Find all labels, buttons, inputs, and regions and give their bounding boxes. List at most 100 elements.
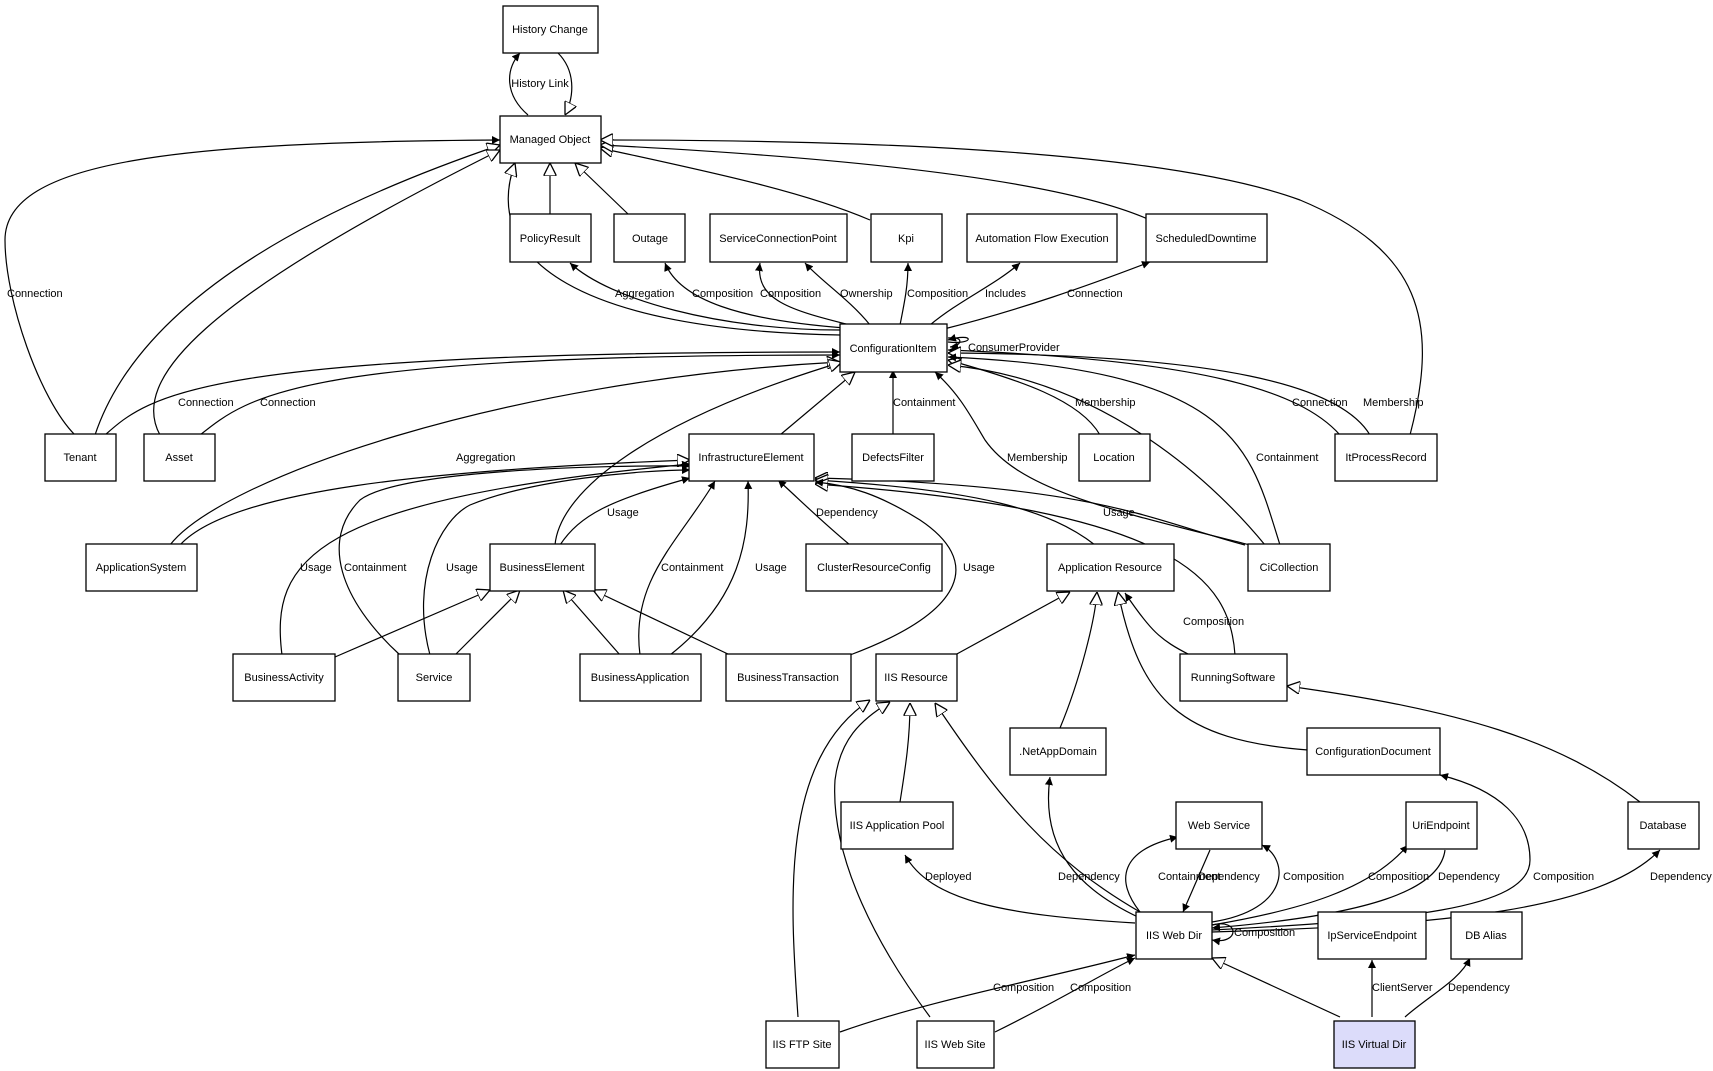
node-label: Asset (165, 452, 193, 464)
node-label: BusinessApplication (591, 672, 689, 684)
node-infrastructure-element[interactable]: InfrastructureElement (688, 433, 815, 482)
edge-webdir-netapp: Dependency (1044, 776, 1141, 919)
node-label: Outage (632, 233, 668, 245)
node-business-activity[interactable]: BusinessActivity (232, 653, 336, 702)
edge-label: Composition (1234, 927, 1295, 939)
edge-label: Containment (344, 562, 406, 574)
edge-label: Dependency (1438, 871, 1500, 883)
node-label: RunningSoftware (1191, 672, 1275, 684)
edge-webdir-self: Composition (1211, 923, 1295, 946)
edge-netapp-ar (1059, 592, 1097, 729)
node-tenant[interactable]: Tenant (44, 433, 117, 482)
node-asset[interactable]: Asset (143, 433, 216, 482)
edge-vdir-webdir (1212, 958, 1341, 1018)
node-database[interactable]: Database (1627, 801, 1700, 850)
node-policy-result[interactable]: PolicyResult (509, 213, 592, 263)
node-label: BusinessElement (500, 562, 585, 574)
node-managed-object[interactable]: Managed Object (499, 115, 602, 164)
node-label: Database (1639, 820, 1686, 832)
edge-label: Dependency (816, 507, 878, 519)
edge-ci-sd: Connection (939, 261, 1151, 331)
edge-be-ci (554, 362, 842, 546)
node-uri-endpoint[interactable]: UriEndpoint (1405, 801, 1478, 850)
edge-label: Includes (985, 288, 1026, 300)
edge-label: ClientServer (1372, 982, 1433, 994)
node-label: IIS Web Dir (1146, 930, 1202, 942)
node-application-system[interactable]: ApplicationSystem (85, 543, 198, 592)
node-application-resource[interactable]: Application Resource (1046, 543, 1175, 592)
edge-label: Composition (993, 982, 1054, 994)
node-net-app-domain[interactable]: .NetAppDomain (1009, 727, 1107, 776)
node-label: Location (1093, 452, 1135, 464)
node-business-transaction[interactable]: BusinessTransaction (725, 653, 852, 702)
edge-label: Connection (178, 397, 234, 409)
node-label: Service (416, 672, 453, 684)
node-label: IIS Resource (884, 672, 948, 684)
edge-label: Connection (1292, 397, 1348, 409)
edge-webdir-iisres (935, 703, 1141, 913)
node-automation-flow-execution[interactable]: Automation Flow Execution (966, 213, 1118, 263)
node-label: ConfigurationItem (850, 343, 937, 355)
edge-ci-scp: Composition (754, 262, 851, 326)
node-label: CiCollection (1260, 562, 1319, 574)
node-label: ConfigurationDocument (1315, 746, 1431, 758)
node-label: IIS Virtual Dir (1342, 1039, 1407, 1051)
node-cluster-resource-config[interactable]: ClusterResourceConfig (805, 543, 943, 592)
node-history-change[interactable]: History Change (502, 5, 599, 54)
edge-ws-webdir-dependency: Dependency (1182, 849, 1260, 913)
edge-bact-be (334, 590, 490, 658)
node-it-process-record[interactable]: ItProcessRecord (1334, 433, 1438, 482)
edge-itpr-ci-membership: Membership (948, 353, 1424, 436)
node-iis-virtual-dir[interactable]: IIS Virtual Dir (1333, 1020, 1416, 1069)
node-configuration-item[interactable]: ConfigurationItem (839, 323, 948, 373)
node-configuration-document[interactable]: ConfigurationDocument (1306, 727, 1441, 776)
edge-asset-managed-object (153, 150, 500, 436)
node-label: BusinessTransaction (737, 672, 839, 684)
node-ip-service-endpoint[interactable]: IpServiceEndpoint (1317, 911, 1427, 960)
edge-webdir-cfgdoc: Composition (1211, 773, 1594, 931)
node-ci-collection[interactable]: CiCollection (1247, 543, 1331, 592)
edge-cicoll-ci-containment: Containment (947, 353, 1318, 546)
edge-appsys-ie (179, 460, 690, 546)
edge-label: Dependency (1448, 982, 1510, 994)
node-kpi[interactable]: Kpi (870, 213, 943, 263)
node-db-alias[interactable]: DB Alias (1450, 911, 1523, 960)
node-label: DefectsFilter (862, 452, 924, 464)
edge-outage-managed-object (575, 163, 629, 215)
edge-label: Ownership (840, 288, 893, 300)
node-location[interactable]: Location (1078, 433, 1151, 482)
edge-label: Composition (1368, 871, 1429, 883)
edge-sd-managed-object (600, 145, 1151, 221)
edge-bapp-ie-containment: Containment (638, 480, 723, 656)
edge-appsys-ci: Aggregation (169, 362, 840, 546)
node-scheduled-downtime[interactable]: ScheduledDowntime (1145, 213, 1268, 263)
edge-webdir-apppool: Deployed (904, 854, 1136, 924)
node-defects-filter[interactable]: DefectsFilter (851, 433, 935, 482)
node-label: ItProcessRecord (1345, 452, 1426, 464)
node-iis-ftp-site[interactable]: IIS FTP Site (765, 1020, 840, 1069)
node-label: IIS Application Pool (850, 820, 945, 832)
node-label: Managed Object (510, 134, 591, 146)
node-label: Application Resource (1058, 562, 1162, 574)
edge-website-webdir: Composition (994, 957, 1136, 1033)
node-iis-resource[interactable]: IIS Resource (875, 653, 958, 702)
node-running-software[interactable]: RunningSoftware (1179, 653, 1288, 702)
node-service[interactable]: Service (397, 653, 471, 702)
edge-label: Usage (963, 562, 995, 574)
node-business-application[interactable]: BusinessApplication (579, 653, 702, 702)
node-iis-application-pool[interactable]: IIS Application Pool (840, 801, 954, 850)
edge-webdir-ws-composition: Composition (1211, 844, 1344, 923)
node-label: IpServiceEndpoint (1327, 930, 1416, 942)
node-iis-web-dir[interactable]: IIS Web Dir (1135, 911, 1213, 960)
node-iis-web-site[interactable]: IIS Web Site (916, 1020, 995, 1069)
edge-label: Membership (1363, 397, 1424, 409)
node-label: ServiceConnectionPoint (719, 233, 836, 245)
node-outage[interactable]: Outage (613, 213, 686, 263)
node-business-element[interactable]: BusinessElement (489, 543, 596, 592)
node-web-service[interactable]: Web Service (1175, 801, 1263, 850)
edge-label: History Link (511, 78, 569, 90)
edge-label: ConsumerProvider (968, 342, 1060, 354)
node-label: PolicyResult (520, 233, 581, 245)
node-service-connection-point[interactable]: ServiceConnectionPoint (709, 213, 848, 263)
